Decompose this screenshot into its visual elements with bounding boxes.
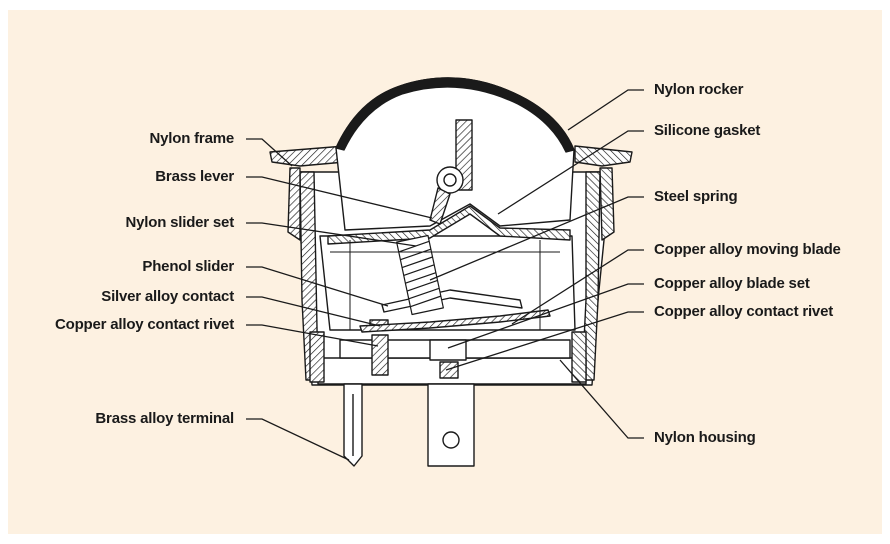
- label-copper-alloy-blade-set: Copper alloy blade set: [654, 275, 810, 292]
- center-terminal: [427, 383, 475, 467]
- label-copper-alloy-contact-rivet-left: Copper alloy contact rivet: [54, 316, 234, 333]
- label-copper-alloy-contact-rivet-right: Copper alloy contact rivet: [654, 303, 834, 320]
- switch-body: [269, 77, 633, 467]
- label-phenol-slider: Phenol slider: [142, 258, 234, 275]
- label-silicone-gasket: Silicone gasket: [654, 122, 761, 139]
- label-copper-alloy-moving-blade: Copper alloy moving blade: [654, 241, 841, 258]
- nylon-frame-right: [574, 145, 633, 167]
- label-brass-lever: Brass lever: [155, 168, 234, 185]
- frame-right-side: [599, 167, 615, 241]
- rocker-top-rim: [335, 77, 575, 153]
- nylon-frame: [269, 145, 346, 167]
- silicone-gasket: [327, 205, 571, 245]
- label-silver-alloy-contact: Silver alloy contact: [101, 288, 234, 305]
- frame-left-side: [287, 167, 301, 241]
- label-nylon-slider-set: Nylon slider set: [125, 214, 234, 231]
- steel-spring: [396, 234, 444, 316]
- label-steel-spring: Steel spring: [654, 188, 738, 205]
- label-nylon-rocker: Nylon rocker: [654, 81, 744, 98]
- label-brass-alloy-terminal: Brass alloy terminal: [95, 410, 234, 427]
- phenol-slider: [381, 289, 523, 313]
- brass-alloy-terminal: [343, 383, 363, 467]
- moving-blade: [359, 309, 551, 333]
- label-nylon-housing: Nylon housing: [654, 429, 756, 446]
- leader-lines: [246, 89, 644, 461]
- label-nylon-frame: Nylon frame: [149, 130, 235, 147]
